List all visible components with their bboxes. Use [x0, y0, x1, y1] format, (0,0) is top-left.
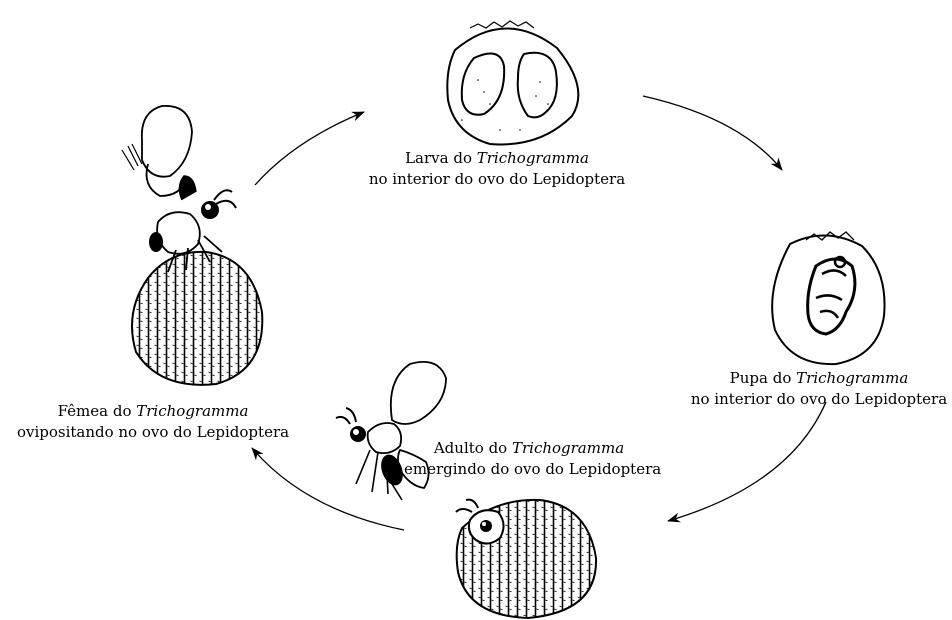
larva-caption-line2: no interior do ovo do Lepidoptera: [352, 169, 642, 190]
arrow-pupa-to-adulto: [668, 402, 826, 521]
wasp-body: [157, 212, 200, 254]
larva-caption-prefix: Larva do: [405, 149, 477, 167]
femea-caption-line2: ovipositando no ovo do Lepidoptera: [0, 422, 306, 443]
pupa-caption-species: Trichogramma: [796, 369, 908, 387]
egg-with-pupa-icon: [772, 232, 884, 364]
adulto-caption-prefix: Adulto do: [434, 439, 512, 457]
pupa-caption-prefix: Pupa do: [730, 369, 796, 387]
arrow-femea-to-larva: [255, 112, 364, 185]
larva-caption-species: Trichogramma: [477, 149, 589, 167]
egg-with-two-larvae-icon: [447, 21, 578, 144]
larva-right: [518, 53, 557, 118]
larva-caption-line1: Larva do Trichogramma: [352, 148, 642, 169]
arrow-larva-to-pupa: [643, 96, 782, 170]
pupa-caption-line2: no interior do ovo do Lepidoptera: [686, 389, 952, 410]
pupa-caption: Pupa do Trichogramma no interior do ovo …: [686, 368, 952, 410]
femea-caption-line1: Fêmea do Trichogramma: [0, 401, 306, 422]
adulto-caption-line2: emergindo do ovo do Lepidoptera: [404, 459, 654, 480]
host-egg: [132, 252, 262, 385]
wing-upper: [391, 362, 446, 424]
pupa-caption-line1: Pupa do Trichogramma: [686, 368, 952, 389]
femea-caption-species: Trichogramma: [136, 402, 248, 420]
wing-front: [142, 106, 192, 177]
adulto-caption: Adulto do Trichogramma emergindo do ovo …: [404, 438, 654, 480]
larva-caption: Larva do Trichogramma no interior do ovo…: [352, 148, 642, 190]
adulto-caption-species: Trichogramma: [512, 439, 624, 457]
ribbed-egg-emerging-wasp-icon: [456, 500, 596, 618]
femea-caption-prefix: Fêmea do: [58, 402, 137, 420]
femea-caption: Fêmea do Trichogramma ovipositando no ov…: [0, 401, 306, 443]
arrow-adulto-to-femea: [252, 448, 404, 530]
adulto-caption-line1: Adulto do Trichogramma: [404, 438, 654, 459]
wasp-on-ribbed-egg-icon: [122, 106, 262, 385]
